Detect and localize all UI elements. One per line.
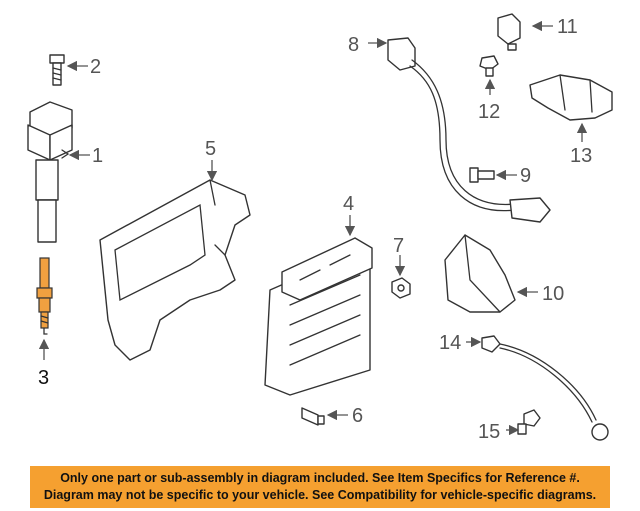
part-11-sensor — [497, 13, 521, 51]
callout-4: 4 — [343, 193, 354, 215]
part-9-bolt — [469, 167, 495, 183]
callout-13: 13 — [570, 145, 592, 167]
disclaimer-line-2: Diagram may not be specific to your vehi… — [43, 488, 597, 502]
callout-8: 8 — [348, 34, 359, 56]
parts-diagram: 2 1 3 5 4 6 — [27, 13, 613, 443]
part-7-nut — [391, 277, 411, 299]
part-6-screw — [301, 407, 325, 426]
part-13-bracket — [529, 74, 613, 121]
part-1-ignition-coil — [27, 101, 73, 243]
part-3-spark-plug — [36, 257, 53, 335]
part-14-sensor — [481, 335, 609, 441]
callout-14: 14 — [439, 332, 461, 354]
callout-1: 1 — [92, 145, 103, 167]
callout-11: 11 — [557, 16, 578, 38]
disclaimer-banner: Only one part or sub-assembly in diagram… — [30, 466, 610, 508]
part-5-bracket — [99, 179, 251, 361]
part-2-bolt — [49, 54, 65, 86]
part-10-cover — [444, 234, 516, 313]
callout-9: 9 — [520, 165, 531, 187]
callout-5: 5 — [205, 138, 216, 160]
disclaimer-line-1: Only one part or sub-assembly in diagram… — [60, 471, 580, 485]
part-15-bolt — [517, 409, 541, 435]
callout-15: 15 — [478, 421, 500, 443]
callout-6: 6 — [352, 405, 363, 427]
callout-3: 3 — [38, 367, 49, 389]
callout-7: 7 — [393, 235, 404, 257]
callout-2: 2 — [90, 56, 101, 78]
callout-10: 10 — [542, 283, 564, 305]
part-12-bolt — [479, 55, 499, 77]
part-4-ecm — [264, 237, 373, 396]
part-8-sensor — [387, 37, 551, 223]
callout-12: 12 — [478, 101, 500, 123]
